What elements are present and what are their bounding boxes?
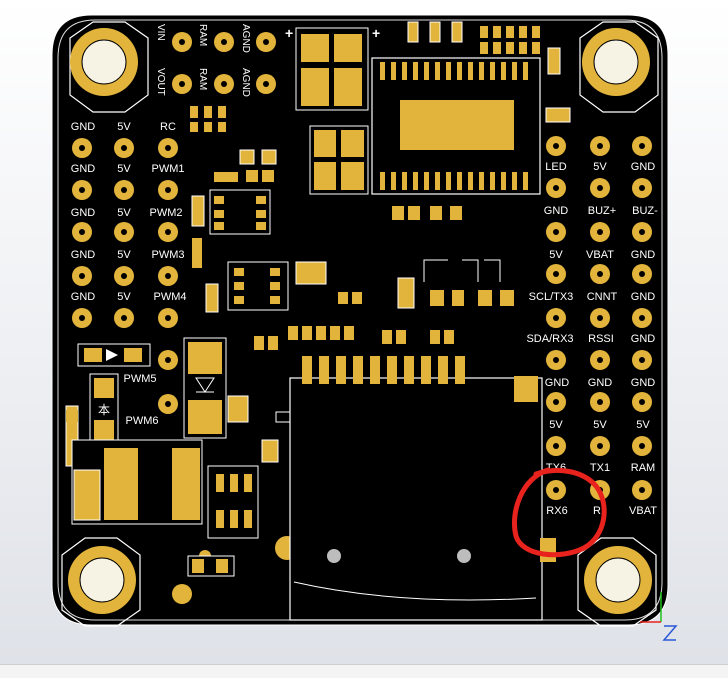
label-ram-bottom: RAM	[197, 68, 208, 90]
label-ram-top: RAM	[197, 24, 208, 46]
inductor-block	[71, 439, 203, 525]
mount-hole-top-right	[579, 21, 659, 113]
right-label-led: LED	[545, 161, 566, 173]
label-pwm5: PWM5	[124, 373, 157, 385]
right-label-r: R	[593, 505, 601, 517]
silk-outline-regulator	[423, 259, 501, 282]
left-label-gnd-4: GND	[71, 249, 96, 261]
right-label-sda-rx3: SDA/RX3	[526, 333, 573, 345]
mount-hole-top-left	[69, 21, 149, 113]
diode-tvs	[183, 337, 227, 439]
left-label-5v-5: 5V	[117, 291, 131, 303]
left-label-gnd-1: GND	[71, 121, 96, 133]
status-bar	[0, 664, 728, 678]
right-label-gnd-e: GND	[631, 333, 656, 345]
label-agnd-bottom: AGND	[240, 68, 251, 97]
right-label-buz-minus: BUZ-	[632, 205, 658, 217]
right-label-cnnt: CNNT	[587, 291, 618, 303]
right-label-gnd-a: GND	[631, 161, 656, 173]
right-label-gnd-f: GND	[545, 377, 570, 389]
left-label-pwm4: PWM4	[154, 291, 187, 303]
diode-pwm5	[77, 343, 151, 367]
ic-small-bottom-left	[207, 465, 259, 539]
right-label-5v-d: 5V	[593, 419, 607, 431]
right-label-vbat-b: VBAT	[629, 505, 657, 517]
pcb-render: GND 5V RC GND 5V PWM1 GND 5V PWM2 GND 5V…	[51, 14, 678, 641]
left-label-5v-3: 5V	[117, 207, 131, 219]
left-label-5v-1: 5V	[117, 121, 131, 133]
right-label-gnd-c: GND	[631, 249, 656, 261]
right-label-5v-a: 5V	[593, 161, 607, 173]
right-label-5v-e: 5V	[636, 419, 650, 431]
right-label-gnd-h: GND	[631, 377, 656, 389]
mount-hole-bottom-left	[61, 537, 141, 627]
right-label-ram: RAM	[631, 462, 655, 474]
right-label-tx1: TX1	[590, 462, 610, 474]
smd-parts-top	[190, 21, 571, 350]
right-label-buz-plus: BUZ+	[588, 205, 616, 217]
ic-main-chip	[371, 57, 541, 195]
left-label-5v-2: 5V	[117, 163, 131, 175]
capacitor-square	[309, 125, 369, 195]
svg-text:本: 本	[98, 403, 110, 417]
annotation-red-circle	[512, 467, 607, 558]
left-label-gnd-3: GND	[71, 207, 96, 219]
axis-triad-icon	[640, 592, 678, 641]
right-label-vbat-a: VBAT	[586, 249, 614, 261]
left-label-gnd-5: GND	[71, 291, 96, 303]
right-label-gnd-d: GND	[631, 291, 656, 303]
capacitor-large	[295, 27, 369, 111]
mount-hole-bottom-right	[577, 537, 657, 627]
diode-pwm6: 本	[89, 373, 119, 447]
label-agnd-top: AGND	[240, 24, 251, 53]
left-label-rc: RC	[160, 121, 176, 133]
left-label-pwm1: PWM1	[152, 163, 185, 175]
label-vin: VIN	[155, 24, 166, 41]
left-label-pwm3: PWM3	[152, 249, 185, 261]
right-label-gnd-g: GND	[588, 377, 613, 389]
left-label-gnd-2: GND	[71, 163, 96, 175]
label-vout: VOUT	[155, 68, 166, 96]
label-pwm6: PWM6	[126, 415, 159, 427]
right-label-rssi: RSSI	[588, 333, 614, 345]
right-label-rx6: RX6	[546, 505, 567, 517]
right-label-5v-c: 5V	[549, 419, 563, 431]
left-label-5v-4: 5V	[117, 249, 131, 261]
pcb-viewer: GND 5V RC GND 5V PWM1 GND 5V PWM2 GND 5V…	[0, 0, 728, 664]
right-label-5v-b: 5V	[549, 249, 563, 261]
board-edge-inner	[57, 19, 663, 621]
right-label-scl-tx3: SCL/TX3	[529, 291, 574, 303]
label-plus-left: +	[285, 25, 293, 41]
right-label-gnd-b: GND	[544, 205, 569, 217]
connector-module	[275, 356, 556, 621]
left-label-pwm2: PWM2	[150, 207, 183, 219]
label-plus-right: +	[372, 25, 380, 41]
